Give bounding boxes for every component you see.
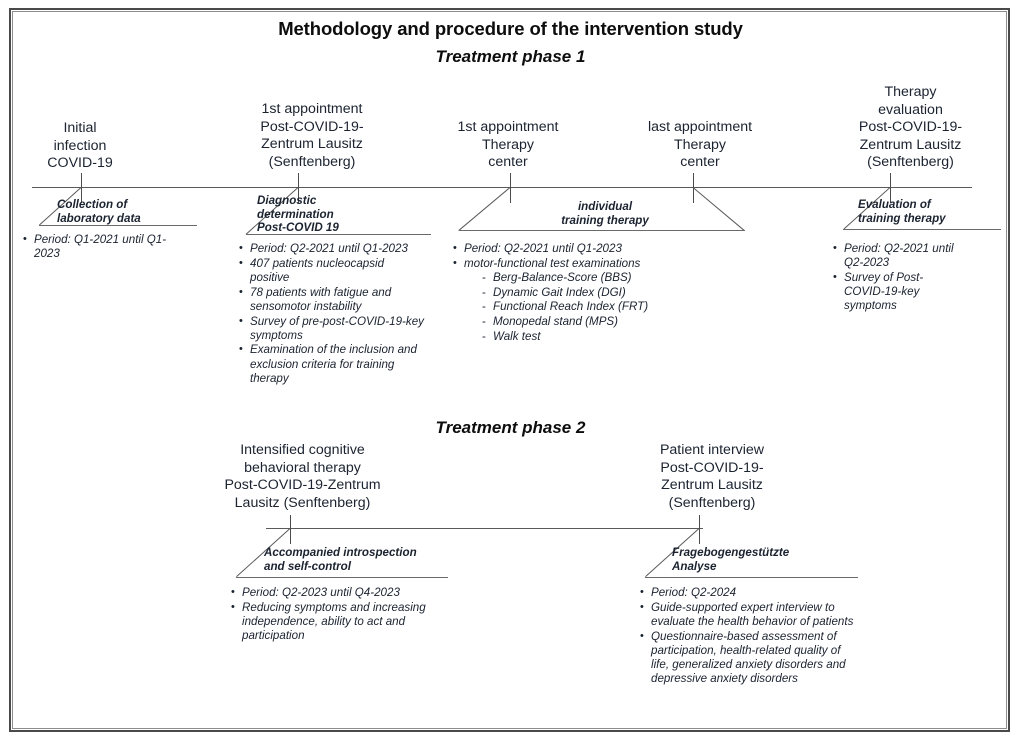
- node-label-intensified-cbt: Intensified cognitive behavioral therapy…: [224, 442, 381, 511]
- sub-list-item: Berg-Balance-Score (BBS): [480, 271, 742, 285]
- list-item: 407 patients nucleocapsid positive: [238, 256, 424, 285]
- phase-1-banner-3-base: [459, 230, 745, 231]
- node-label-patient-interview: Patient interview Post-COVID-19- Zentrum…: [659, 442, 765, 511]
- list-item: Period: Q2-2024: [639, 585, 856, 600]
- sub-list-item: Functional Reach Index (FRT): [480, 300, 742, 314]
- phase-2-heading: Treatment phase 2: [435, 418, 586, 437]
- phase-1-tick-1: [81, 173, 82, 203]
- bullet-list: Period: Q1-2021 until Q1-2023: [22, 232, 187, 261]
- node-label-first-appointment-therapy-center: 1st appointment Therapy center: [457, 119, 559, 170]
- bullet-list-patient-interview: Period: Q2-2024 Guide-supported expert i…: [639, 585, 856, 687]
- list-item: Period: Q2-2023 until Q4-2023: [230, 585, 444, 600]
- phase-1-heading: Treatment phase 1: [435, 47, 586, 66]
- bullet-list-intensified-cbt: Period: Q2-2023 until Q4-2023 Reducing s…: [230, 585, 444, 644]
- phase-2-banner-2-text: Fragebogengestützte Analyse: [672, 546, 790, 573]
- bullet-list: Period: Q2-2023 until Q4-2023 Reducing s…: [230, 585, 444, 644]
- list-item: Reducing symptoms and increasing indepen…: [230, 600, 444, 644]
- list-item: Examination of the inclusion and exclusi…: [238, 342, 424, 386]
- phase-1-tick-2: [298, 173, 299, 203]
- list-item: 78 patients with fatigue and sensomotor …: [238, 285, 424, 314]
- phase-2-banner-1-text: Accompanied introspection and self-contr…: [264, 546, 417, 573]
- phase-1-tick-3: [510, 173, 511, 203]
- bullet-list-initial-infection: Period: Q1-2021 until Q1-2023: [22, 232, 187, 262]
- phase-1-banner-4-base: [843, 229, 1001, 230]
- phase-1-timeline-axis: [32, 187, 972, 188]
- list-item: Survey of Post-COVID-19-key symptoms: [832, 270, 962, 314]
- phase-2-tick-1: [290, 515, 291, 544]
- phase-1-tick-4: [693, 173, 694, 203]
- phase-2-banner-2-base: [645, 577, 858, 578]
- list-item: Period: Q2-2021 until Q2-2023: [832, 241, 962, 270]
- bullet-list: Period: Q2-2024 Guide-supported expert i…: [639, 585, 856, 687]
- phase-1-banner-3-text: individual training therapy: [561, 200, 649, 227]
- phase-1-banner-4-text: Evaluation of training therapy: [858, 198, 946, 225]
- list-item: Period: Q2-2021 until Q1-2023: [238, 241, 424, 256]
- sub-bullet-list: Berg-Balance-Score (BBS) Dynamic Gait In…: [464, 271, 742, 344]
- phase-2-timeline-axis: [266, 528, 703, 529]
- list-item-label: motor-functional test examinations: [464, 256, 641, 270]
- bullet-list: Period: Q2-2021 until Q1-2023 motor-func…: [452, 241, 742, 344]
- bullet-list-therapy-evaluation: Period: Q2-2021 until Q2-2023 Survey of …: [832, 241, 962, 314]
- phase-1-tick-5: [890, 173, 891, 203]
- node-label-therapy-evaluation: Therapy evaluation Post-COVID-19- Zentru…: [858, 84, 963, 170]
- sub-list-item: Dynamic Gait Index (DGI): [480, 286, 742, 300]
- bullet-list-individual-training-therapy: Period: Q2-2021 until Q1-2023 motor-func…: [452, 241, 742, 344]
- list-item: Questionnaire-based assessment of partic…: [639, 629, 856, 687]
- list-item: Period: Q2-2021 until Q1-2023: [452, 241, 742, 256]
- phase-1-banner-1-text: Collection of laboratory data: [57, 198, 141, 225]
- outer-frame-border: [9, 8, 1010, 732]
- node-label-initial-infection: Initial infection COVID-19: [47, 120, 113, 171]
- phase-1-banner-1-base: [39, 225, 197, 226]
- bullet-list: Period: Q2-2021 until Q2-2023 Survey of …: [832, 241, 962, 314]
- list-item: motor-functional test examinations Berg-…: [452, 256, 742, 344]
- phase-2-banner-1-base: [236, 577, 448, 578]
- sub-list-item: Walk test: [480, 330, 742, 344]
- page-title: Methodology and procedure of the interve…: [278, 18, 743, 39]
- node-label-first-appointment-pcz: 1st appointment Post-COVID-19- Zentrum L…: [260, 101, 364, 170]
- phase-1-banner-2-base: [246, 234, 431, 235]
- node-label-last-appointment-therapy-center: last appointment Therapy center: [647, 119, 753, 170]
- sub-list-item: Monopedal stand (MPS): [480, 315, 742, 329]
- bullet-list: Period: Q2-2021 until Q1-2023 407 patien…: [238, 241, 424, 386]
- list-item: Period: Q1-2021 until Q1-2023: [22, 232, 187, 261]
- phase-2-tick-2: [699, 515, 700, 544]
- list-item: Survey of pre-post-COVID-19-key symptoms: [238, 314, 424, 343]
- phase-1-banner-2-text: Diagnostic determination Post-COVID 19: [257, 194, 339, 235]
- inner-frame-border: [12, 11, 1007, 729]
- list-item: Guide-supported expert interview to eval…: [639, 600, 856, 629]
- bullet-list-first-appointment-pcz: Period: Q2-2021 until Q1-2023 407 patien…: [238, 241, 424, 387]
